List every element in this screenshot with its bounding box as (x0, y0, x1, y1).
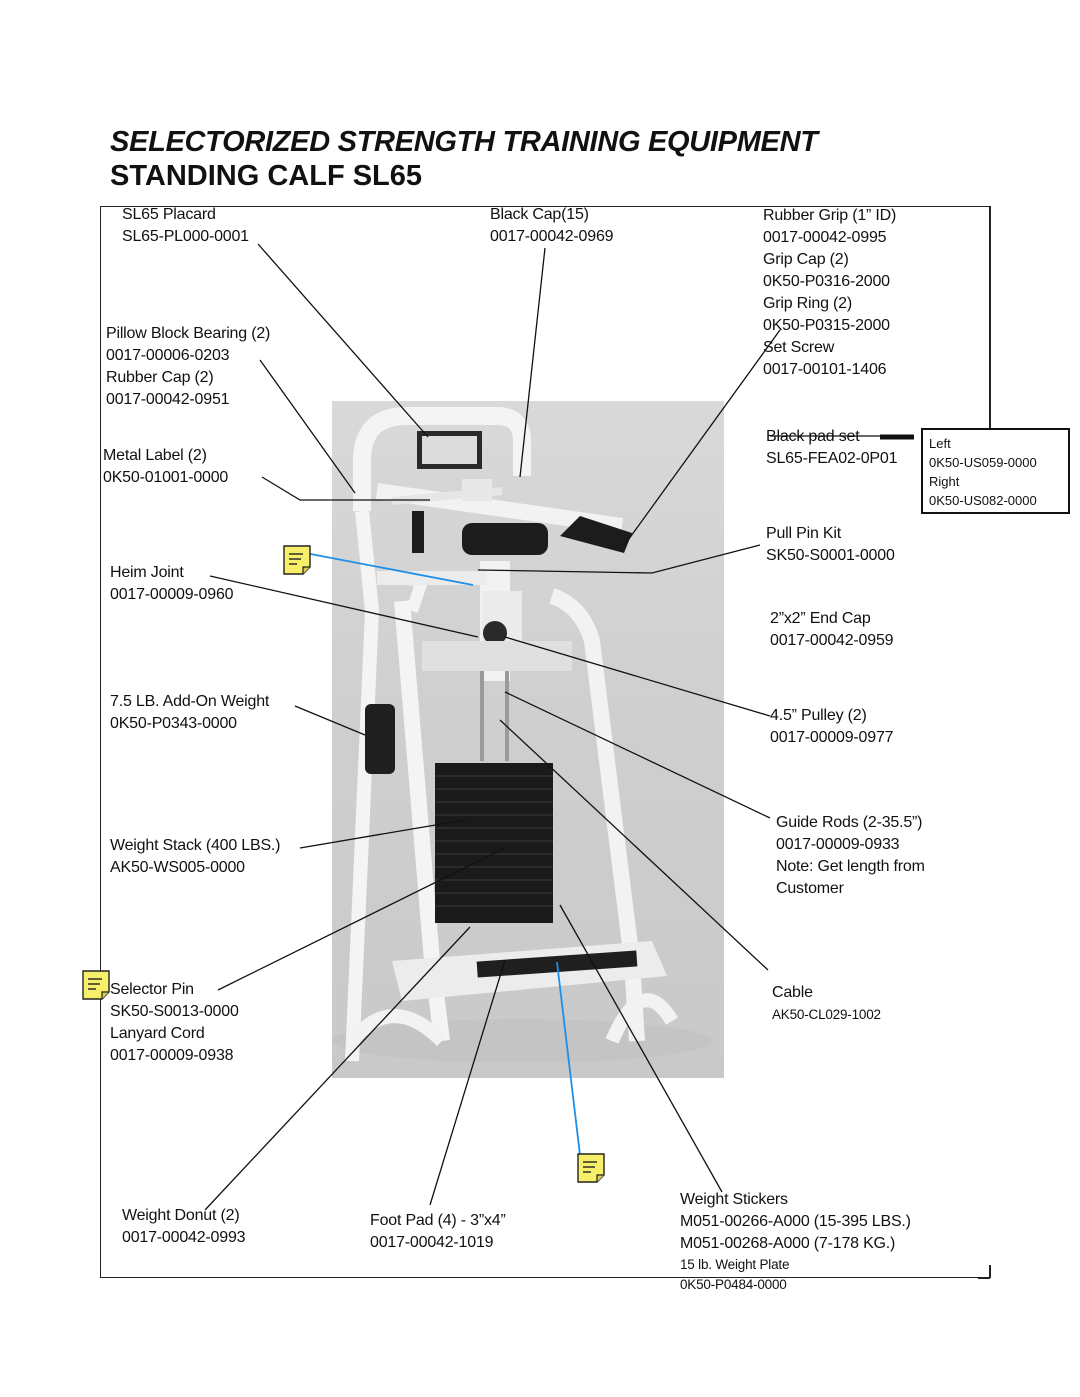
diagram-frame-right-bottom (989, 1265, 991, 1278)
machine-photo (332, 401, 724, 1078)
label-black-pad: Black pad set SL65-FEA02-0P01 (766, 428, 898, 467)
label-pull-pin: Pull Pin Kit SK50-S0001-0000 (766, 525, 895, 564)
label-pillow-block: Pillow Block Bearing (2) 0017-00006-0203… (106, 325, 271, 408)
label-weight-plate: 15 lb. Weight Plate 0K50-P0484-0000 (680, 1257, 790, 1292)
page-title: SELECTORIZED STRENGTH TRAINING EQUIPMENT (110, 126, 818, 158)
note-icon[interactable] (577, 1153, 605, 1183)
diagram-frame-right (989, 206, 991, 428)
label-placard: SL65 Placard SL65-PL000-0001 (122, 206, 249, 245)
label-foot-pad: Foot Pad (4) - 3”x4” 0017-00042-1019 (370, 1212, 506, 1251)
machine-drawing (332, 407, 712, 1063)
label-metal-label: Metal Label (2) 0K50-01001-0000 (103, 447, 229, 486)
label-rubber-grip: Rubber Grip (1” ID) 0017-00042-0995 Grip… (763, 207, 897, 378)
label-weight-stickers: Weight Stickers M051-00266-A000 (15-395 … (680, 1191, 911, 1252)
diagram-frame-tick (978, 1277, 990, 1279)
label-heim-joint: Heim Joint 0017-00009-0960 (110, 564, 234, 603)
diagram-frame (100, 206, 990, 1278)
label-end-cap: 2”x2” End Cap 0017-00042-0959 (770, 610, 894, 649)
page-subtitle: STANDING CALF SL65 (110, 160, 423, 192)
note-icon[interactable] (283, 545, 311, 575)
label-black-cap: Black Cap(15) 0017-00042-0969 (490, 206, 614, 245)
label-weight-donut: Weight Donut (2) 0017-00042-0993 (122, 1207, 246, 1246)
label-pulley: 4.5” Pulley (2) 0017-00009-0977 (770, 707, 894, 746)
label-add-on-weight: 7.5 LB. Add-On Weight 0K50-P0343-0000 (110, 693, 270, 732)
pad-sides-box: Left 0K50-US059-0000 Right 0K50-US082-00… (921, 428, 1070, 514)
label-guide-rods: Guide Rods (2-35.5”) 0017-00009-0933 Not… (776, 814, 925, 897)
label-cable: Cable AK50-CL029-1002 (772, 984, 881, 1022)
note-icon[interactable] (82, 970, 110, 1000)
label-selector-pin: Selector Pin SK50-S0013-0000 Lanyard Cor… (110, 981, 239, 1064)
label-weight-stack: Weight Stack (400 LBS.) AK50-WS005-0000 (110, 837, 281, 876)
